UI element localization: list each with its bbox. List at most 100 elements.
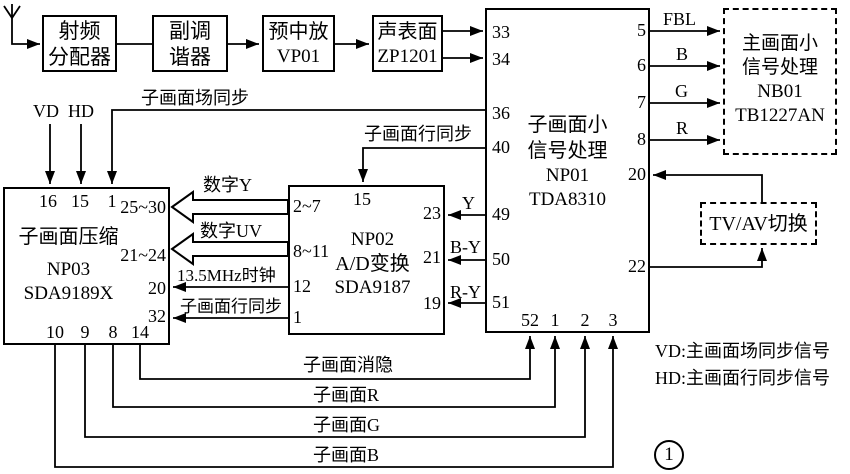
signal-b-y-label: B-Y [450, 237, 481, 257]
block-np01-label: 子画面小 信号处理 NP01 TDA8310 [485, 112, 650, 212]
np01-pin-36: 36 [492, 103, 510, 123]
block-label: 子画面压缩 [18, 226, 119, 248]
np03-pin-20: 20 [148, 278, 166, 298]
signal-digital-uv-label: 数字UV [200, 221, 262, 241]
signal-vd-label: VD [33, 101, 59, 121]
block-part-number: ZP1201 [377, 45, 438, 67]
block-ref: NP03 [46, 259, 91, 280]
np01-pin-8: 8 [637, 129, 646, 149]
block-part-number: SDA9187 [334, 277, 411, 298]
signal-sub-line-sync-mid-label: 子画面行同步 [180, 297, 282, 316]
np02-pin-23: 23 [423, 203, 441, 223]
np01-pin-52: 52 [521, 310, 539, 330]
signal-sub-r-label: 子画面R [313, 385, 380, 405]
np03-pin-8: 8 [108, 322, 118, 342]
block-part-number: TDA8310 [528, 189, 607, 210]
block-label: 信号处理 [527, 140, 608, 162]
block-label: 射频 [58, 18, 101, 43]
signal-y-label: Y [462, 193, 475, 213]
wire-sub-r [112, 336, 560, 408]
block-label: 信号处理 [741, 57, 818, 78]
np01-pin-40: 40 [492, 137, 510, 157]
wire-antenna-to-rf [11, 18, 40, 49]
block-label: 谐器 [169, 44, 211, 69]
np01-pin-20: 20 [628, 164, 646, 184]
block-label: 子画面小 [527, 114, 608, 136]
legend-vd-note: VD:主画面场同步信号 [655, 341, 830, 361]
wire-pin22-to-tvav [650, 248, 767, 268]
block-rf-splitter: 射频 分配器 [42, 15, 117, 72]
figure-number-badge: 1 [654, 440, 684, 470]
np02-pin-12: 12 [293, 276, 311, 296]
signal-b-label: B [676, 44, 689, 64]
np03-pin-32: 32 [148, 306, 166, 326]
block-nb01-label: 主画面小 信号处理 NB01 TB1227AN [723, 32, 837, 128]
block-pre-if-amp: 预中放 VP01 [262, 15, 335, 72]
signal-clock-label: 13.5MHz时钟 [177, 266, 276, 285]
block-label: 主画面小 [741, 33, 818, 54]
np03-pin-15: 15 [71, 191, 89, 211]
signal-sub-line-sync-top-label: 子画面行同步 [364, 124, 472, 144]
block-ref: NP01 [545, 165, 590, 186]
np03-pin-25-30: 25~30 [120, 197, 166, 217]
np01-pin-50: 50 [492, 249, 510, 269]
wire-sub-g [84, 336, 590, 438]
np01-pin-5: 5 [637, 20, 646, 40]
block-label: TV/AV切换 [709, 212, 808, 235]
signal-hd-label: HD [68, 101, 94, 121]
signal-r-label: R [676, 118, 689, 138]
wire-sub-field-sync [107, 109, 485, 184]
signal-g-label: G [675, 81, 688, 101]
signal-fbl-label: FBL [663, 9, 697, 29]
np01-pin-34: 34 [492, 49, 510, 69]
np03-pin-16: 16 [39, 191, 57, 211]
np02-pin-19: 19 [423, 293, 441, 313]
block-label: 预中放 [268, 20, 329, 43]
signal-r-y-label: R-Y [450, 282, 481, 302]
wire-tvav-to-pin20 [653, 170, 763, 202]
np02-pin-2-7: 2~7 [293, 196, 321, 216]
np02-pin-21: 21 [423, 247, 441, 267]
signal-sub-field-sync-label: 子画面场同步 [141, 88, 249, 108]
block-np03-label: 子画面压缩 NP03 SDA9189X [3, 224, 134, 306]
np01-pin-22: 22 [628, 256, 646, 276]
block-part-number: TB1227AN [735, 105, 825, 126]
block-sub-tuner: 副调 谐器 [152, 15, 228, 72]
block-label: 副调 [169, 18, 211, 43]
np01-pin-49: 49 [492, 204, 510, 224]
block-np02-label: NP02 A/D变换 SDA9187 [300, 228, 445, 300]
block-label: A/D变换 [335, 253, 410, 275]
block-part-number: VP01 [276, 45, 321, 67]
np01-pin-3: 3 [608, 310, 618, 330]
antenna-icon [3, 4, 21, 20]
block-label: 分配器 [48, 44, 111, 69]
np02-pin-1: 1 [293, 307, 302, 327]
block-nb01 [723, 8, 837, 155]
block-tv-av: TV/AV切换 [700, 202, 817, 245]
block-np02 [288, 185, 445, 335]
signal-sub-blanking-label: 子画面消隐 [303, 355, 393, 375]
np02-pin-15: 15 [353, 189, 371, 209]
wire-sub-b [54, 336, 618, 468]
np03-pin-21-24: 21~24 [120, 245, 166, 265]
np01-pin-2: 2 [580, 310, 590, 330]
np01-pin-6: 6 [637, 55, 646, 75]
np01-pin-7: 7 [637, 92, 646, 112]
np03-pin-10: 10 [46, 322, 64, 342]
signal-digital-y-label: 数字Y [203, 175, 252, 195]
np03-pin-1: 1 [107, 191, 117, 211]
block-part-number: SDA9189X [23, 283, 114, 304]
block-np03 [3, 187, 170, 345]
np01-pin-1: 1 [550, 310, 560, 330]
block-label: 声表面 [377, 20, 438, 43]
block-np01 [485, 8, 650, 333]
block-ref: NP02 [350, 229, 395, 250]
bus-arrow-digital-y [170, 190, 289, 224]
np01-pin-33: 33 [492, 22, 510, 42]
legend-hd-note: HD:主画面行同步信号 [655, 368, 830, 388]
block-saw-filter: 声表面 ZP1201 [372, 15, 443, 72]
np03-pin-14: 14 [131, 322, 149, 342]
wire-sub-blanking [139, 336, 535, 380]
